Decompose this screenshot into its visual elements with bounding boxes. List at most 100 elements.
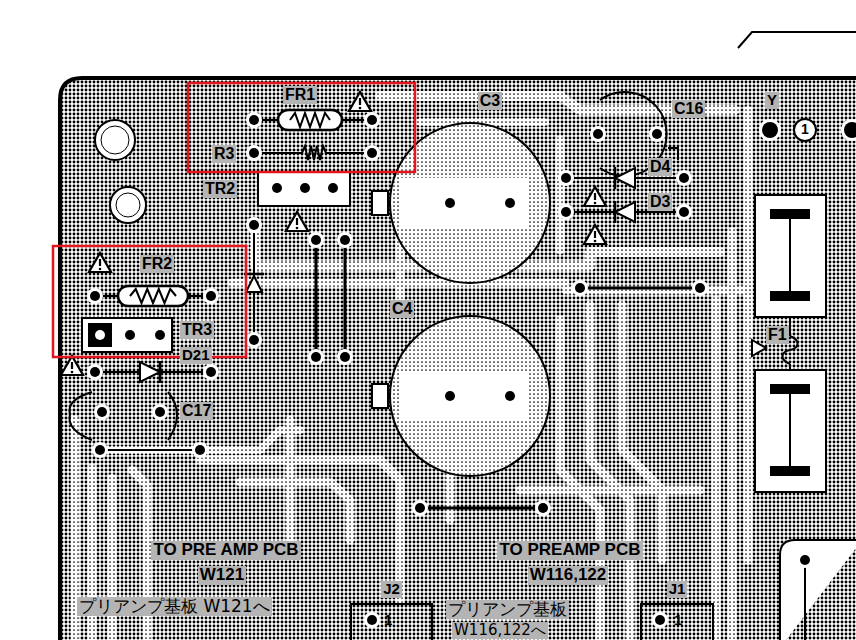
warning-dot (359, 107, 362, 110)
board-edge-line (738, 32, 856, 48)
solder-pad-ring (558, 170, 574, 186)
solder-pad (249, 335, 259, 345)
pcb-board (60, 78, 856, 640)
solder-pad (340, 352, 350, 362)
warning-symbol (584, 187, 606, 206)
connector-box: J11 (640, 603, 714, 640)
solder-pad (367, 615, 377, 625)
solder-pad-ring (652, 612, 668, 628)
solder-pad-ring (841, 119, 856, 141)
solder-pad-ring (649, 126, 665, 142)
copper-trace (744, 110, 753, 560)
lead-wire (100, 449, 200, 451)
part-label: R3 (212, 145, 236, 163)
capacitor-polarity-notch (372, 384, 388, 408)
capacitor-polarity-notch (372, 191, 388, 215)
warning-dot (594, 202, 597, 205)
fuse-holder (755, 195, 826, 317)
copper-trace (286, 420, 295, 540)
solder-pad-ring (797, 552, 813, 568)
highlight-box (53, 246, 246, 357)
fuse-clip (770, 291, 810, 301)
connector-note: TO PRE AMP PCB (151, 541, 300, 560)
resistor-body (278, 110, 342, 130)
lead-wire (580, 287, 700, 290)
solder-pad-ring (325, 180, 341, 196)
connector-note: W116,122へ (452, 622, 548, 639)
solder-pad (249, 148, 259, 158)
solder-pad-ring (692, 280, 708, 296)
lead-wire (789, 394, 791, 466)
solder-pad-ring (590, 126, 606, 142)
solder-pad-ring (676, 204, 692, 220)
solder-pad (90, 367, 100, 377)
resistor-zigzag (130, 289, 176, 303)
solder-pad-ring (412, 500, 428, 516)
solder-pad-ring (246, 145, 262, 161)
part-label: D21 (180, 347, 212, 364)
solder-pad (272, 183, 282, 193)
warning-symbol (349, 92, 371, 111)
solder-pad (561, 207, 571, 217)
diode-symbol (140, 362, 160, 382)
capacitor-outline (390, 316, 550, 476)
warning-mark (99, 259, 101, 266)
diode-symbol (615, 202, 635, 222)
copper-trace (728, 232, 737, 640)
solder-pad (695, 283, 705, 293)
solder-pad (538, 503, 548, 513)
solder-pad (340, 235, 350, 245)
mounting-hole (110, 187, 146, 223)
warning-symbol (584, 225, 606, 244)
part-label: D3 (648, 193, 672, 211)
warning-symbol (286, 212, 308, 231)
fuse-clip (770, 384, 810, 394)
mounting-hole-ring (116, 193, 140, 217)
lead-wire (159, 361, 162, 383)
solder-pad-ring (308, 232, 324, 248)
square-pad-hole (95, 330, 105, 340)
copper-trace (556, 140, 565, 250)
part-label: Y (765, 92, 779, 109)
warning-mark (594, 231, 596, 238)
resistor-body (118, 286, 188, 306)
capacitor-pad-area (400, 371, 528, 421)
copper-trace (712, 300, 721, 640)
zener-symbol (246, 276, 262, 292)
solder-pad (762, 122, 778, 138)
solder-pad (311, 235, 321, 245)
lead-wire (420, 507, 543, 510)
solder-pad (206, 291, 216, 301)
pin-number: 1 (674, 612, 682, 629)
connector-name: J1 (667, 581, 688, 598)
solder-pad-ring (152, 404, 168, 420)
solder-pad-ring (246, 112, 262, 128)
solder-pad (300, 183, 310, 193)
solder-pad-ring (92, 442, 108, 458)
part-label: C3 (478, 92, 502, 110)
warning-dot (594, 240, 597, 243)
solder-pad-ring (759, 119, 781, 141)
warning-mark (71, 362, 73, 369)
copper-trace (446, 470, 455, 520)
solder-pad-ring (337, 349, 353, 365)
solder-pad-ring (442, 388, 458, 404)
solder-pad (328, 183, 338, 193)
solder-pad-ring (94, 404, 110, 420)
solder-pad-ring (676, 170, 692, 186)
solder-pad-ring (558, 204, 574, 220)
part-label: D4 (648, 158, 672, 176)
solder-pad (679, 173, 689, 183)
solder-pad-ring (364, 612, 380, 628)
copper-trace (622, 305, 662, 560)
lead-wire (789, 219, 791, 291)
solder-pad (97, 407, 107, 417)
part-label: C16 (672, 100, 705, 118)
solder-pad (561, 173, 571, 183)
capacitor-pad-area (400, 178, 528, 228)
copper-trace (566, 286, 742, 295)
solder-pad (95, 445, 105, 455)
solder-pad-ring (297, 180, 313, 196)
warning-mark (359, 98, 361, 105)
